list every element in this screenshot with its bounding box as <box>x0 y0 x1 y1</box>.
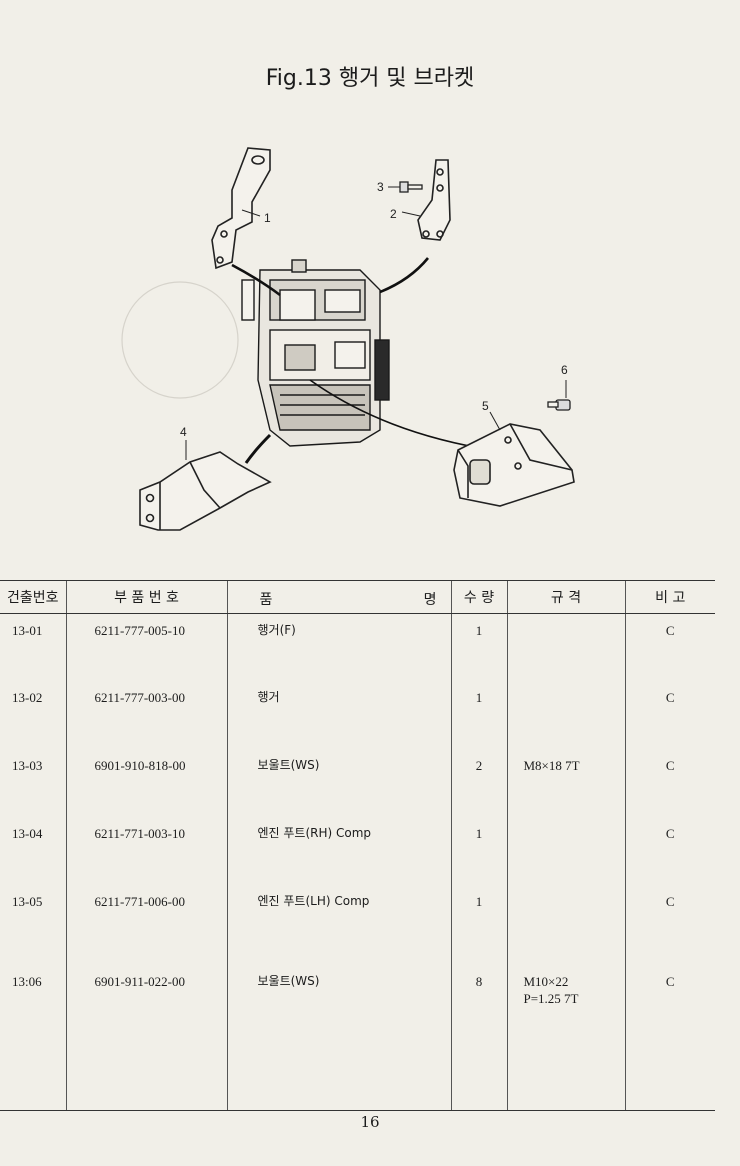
svg-text:6: 6 <box>561 363 568 377</box>
hanger-front-part <box>211 147 271 270</box>
cell-remark: C <box>624 621 715 690</box>
cell-spec: M8×18 7T <box>506 757 625 826</box>
page-number: 16 <box>360 1113 380 1131</box>
cell-spec <box>506 689 625 758</box>
cell-spec <box>506 892 625 961</box>
cell-no: 13:06 <box>12 973 42 989</box>
cell-name: 엔진 푸트(RH) Comp <box>226 825 451 893</box>
cell-name: 보울트(WS) <box>226 972 451 1109</box>
cell-name: 엔진 푸트(LH) Comp <box>226 892 451 961</box>
cell-part-no: 6211-777-005-10 <box>65 621 227 690</box>
cell-spec <box>506 621 625 690</box>
table-row: 13:06 6901-911-022-00 보울트(WS) 8 M10×22 P… <box>0 972 715 1109</box>
cell-name: 행거 <box>226 689 451 758</box>
cell-spec-line1: M10×22 <box>523 973 569 989</box>
cell-qty: 2 <box>450 757 507 826</box>
cell-spec-line2: P=1.25 7T <box>523 990 579 1006</box>
cell-qty: 1 <box>450 892 507 961</box>
cell-part-no: 6901-910-818-00 <box>65 757 227 826</box>
svg-text:1: 1 <box>264 211 271 225</box>
svg-text:4: 4 <box>180 425 187 439</box>
cell-qty: 8 <box>450 972 507 1109</box>
exploded-parts-diagram: 1 2 3 <box>121 147 575 531</box>
engine-foot-rh-part <box>453 423 575 507</box>
cell-remark: C <box>624 892 715 961</box>
col-header-name-right: 명 <box>423 592 437 608</box>
cell-no: 13-01 <box>12 622 43 638</box>
cell-part-no: 6211-771-003-10 <box>65 825 227 893</box>
col-header-name: 품 명 <box>226 580 451 614</box>
cell-part-no: 6901-911-022-00 <box>65 972 227 1109</box>
col-header-part-no: 부 품 번 호 <box>65 580 227 614</box>
svg-text:5: 5 <box>482 399 489 413</box>
col-header-remarks: 비 고 <box>624 580 715 614</box>
cell-remark: C <box>624 972 715 1109</box>
col-header-name-left: 품 <box>259 592 273 608</box>
cell-name: 보울트(WS) <box>226 757 451 826</box>
table-row: 13-01 6211-777-005-10 행거(F) 1 C <box>0 621 715 690</box>
col-header-spec: 규 격 <box>506 580 625 614</box>
table-row: 13-04 6211-771-003-10 엔진 푸트(RH) Comp 1 C <box>0 825 715 893</box>
cell-remark: C <box>624 757 715 826</box>
svg-text:3: 3 <box>377 180 384 194</box>
cell-no: 13-04 <box>12 826 43 842</box>
cell-qty: 1 <box>450 825 507 893</box>
table-row: 13-03 6901-910-818-00 보울트(WS) 2 M8×18 7T… <box>0 757 715 826</box>
cell-qty: 1 <box>450 621 507 690</box>
cell-spec <box>506 825 625 893</box>
cell-no: 13-05 <box>12 893 43 909</box>
svg-text:2: 2 <box>390 207 397 221</box>
cell-part-no: 6211-777-003-00 <box>65 689 227 758</box>
cell-no: 13-02 <box>12 690 43 706</box>
table-header-row: 건출번호 부 품 번 호 품 명 수 량 규 격 비 고 <box>0 580 715 614</box>
engine-block <box>241 259 390 447</box>
bolt-part-3 <box>399 181 423 193</box>
cell-qty: 1 <box>450 689 507 758</box>
cell-remark: C <box>624 689 715 758</box>
hanger-part <box>417 159 451 241</box>
cell-part-no: 6211-771-006-00 <box>65 892 227 961</box>
table-row: 13-05 6211-771-006-00 엔진 푸트(LH) Comp 1 C <box>0 892 715 961</box>
bolt-part-6 <box>547 399 571 411</box>
engine-foot-lh-part <box>139 451 272 531</box>
cell-spec: M10×22 P=1.25 7T <box>506 972 625 1109</box>
col-header-no: 건출번호 <box>0 580 66 614</box>
cell-name: 행거(F) <box>226 621 451 690</box>
cell-no: 13-03 <box>12 758 43 774</box>
cell-remark: C <box>624 825 715 893</box>
table-row: 13-02 6211-777-003-00 행거 1 C <box>0 689 715 758</box>
parts-table: 건출번호 부 품 번 호 품 명 수 량 규 격 비 고 13-01 6211-… <box>0 580 715 1112</box>
col-header-qty: 수 량 <box>450 580 507 614</box>
page-title: Fig.13 행거 및 브라켓 <box>265 66 475 91</box>
